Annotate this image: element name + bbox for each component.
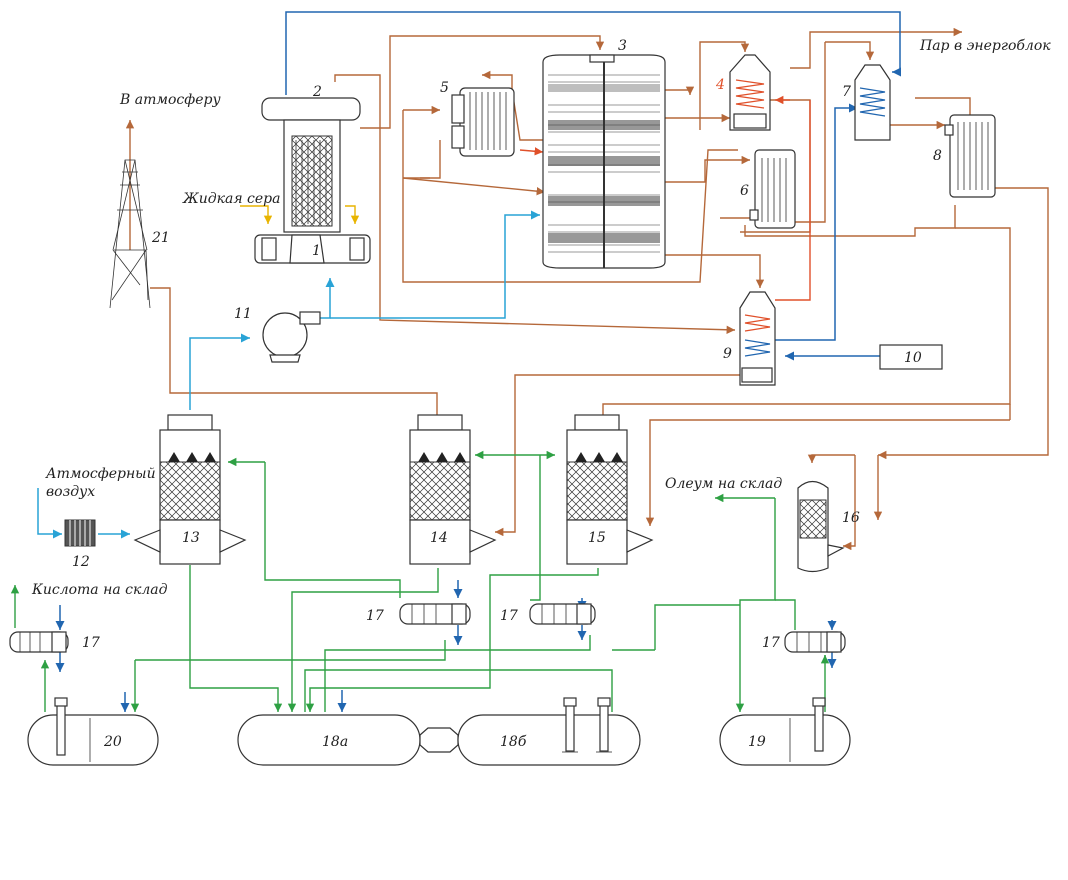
- num-4: 4: [715, 77, 725, 93]
- num-12: 12: [72, 554, 90, 570]
- deaerator-10: [879, 344, 943, 370]
- num-17-a: 17: [82, 635, 100, 651]
- economizer-9: [739, 291, 776, 386]
- num-18b: 18б: [500, 734, 527, 750]
- num-15: 15: [588, 530, 606, 546]
- label-acid-to-storage: Кислота на склад: [31, 582, 168, 598]
- absorber-14: [409, 414, 497, 565]
- tank-connector: [419, 727, 459, 753]
- num-3: 3: [618, 38, 627, 54]
- num-10: 10: [904, 350, 922, 366]
- cooler-17-c: [529, 603, 596, 625]
- label-atmospheric-air-1: Атмосферный: [45, 466, 156, 482]
- tank-19: [719, 697, 851, 766]
- num-7: 7: [842, 84, 851, 100]
- label-steam-to-power: Пар в энергоблок: [919, 38, 1051, 54]
- economizer-7: [854, 64, 891, 141]
- num-5: 5: [440, 80, 449, 96]
- num-17-b: 17: [366, 608, 384, 624]
- cooler-17-b: [399, 603, 471, 625]
- num-16: 16: [842, 510, 860, 526]
- boiler-2: [261, 97, 361, 233]
- tank-18b: [457, 697, 641, 766]
- label-atmosphere: В атмосферу: [119, 92, 221, 108]
- num-21: 21: [151, 230, 170, 246]
- label-atmospheric-air-2: воздух: [46, 484, 95, 500]
- num-17-d: 17: [762, 635, 780, 651]
- label-liquid-sulfur: Жидкая сера: [182, 191, 280, 207]
- num-8: 8: [933, 148, 942, 164]
- num-18a: 18а: [322, 734, 348, 750]
- cooler-17-a: [9, 631, 69, 653]
- label-oleum-to-storage: Олеум на склад: [665, 476, 782, 492]
- absorber-15: [566, 414, 654, 565]
- gas-lines: [125, 27, 1049, 551]
- steam-lines: [519, 95, 811, 301]
- num-9: 9: [723, 346, 732, 362]
- num-14: 14: [430, 530, 448, 546]
- converter-3: [542, 54, 666, 269]
- oleum-absorber-16: [797, 480, 845, 573]
- tank-20: [27, 697, 159, 766]
- air-filter-12: [64, 519, 96, 547]
- economizer-4: [729, 54, 771, 131]
- blower-11: [262, 311, 321, 363]
- drying-tower-13: [133, 414, 247, 565]
- heat-exchanger-6: [749, 149, 796, 229]
- num-2: 2: [312, 84, 322, 100]
- num-19: 19: [748, 734, 766, 750]
- cooler-17-d: [784, 631, 846, 653]
- heat-exchanger-5: [451, 87, 515, 157]
- num-20: 20: [103, 734, 122, 750]
- furnace-1: [254, 234, 371, 264]
- sulfur-lines: [240, 205, 360, 224]
- heat-exchanger-8: [944, 114, 996, 198]
- num-1: 1: [312, 243, 321, 259]
- chimney-21: [109, 159, 151, 309]
- acid-lines: [10, 450, 830, 712]
- num-17-c: 17: [500, 608, 518, 624]
- num-6: 6: [740, 183, 749, 199]
- num-11: 11: [234, 306, 252, 322]
- water-lines: [55, 11, 901, 712]
- air-lines: [37, 210, 540, 539]
- num-13: 13: [182, 530, 200, 546]
